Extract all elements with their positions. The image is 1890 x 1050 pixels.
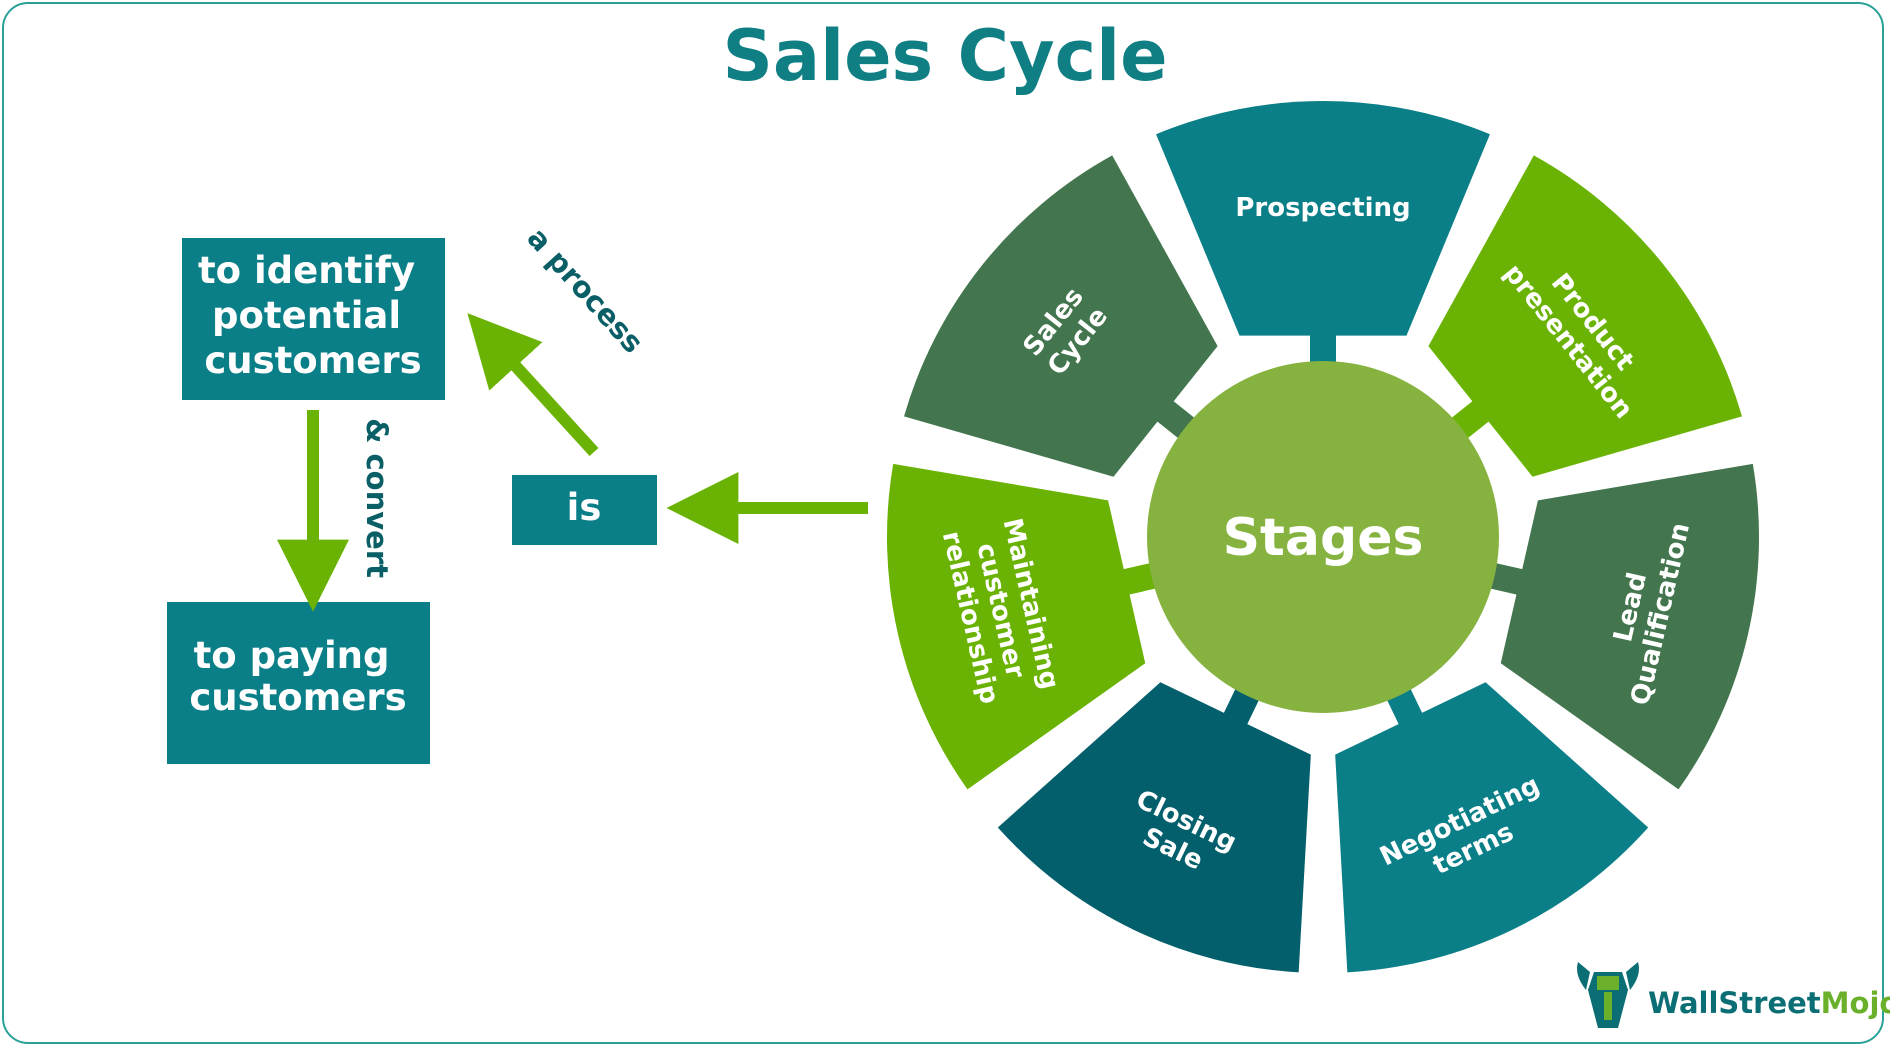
- identify-box: to identify potential customers: [182, 238, 445, 400]
- center-label: Stages: [1223, 508, 1424, 568]
- wheel-center: [1147, 361, 1499, 713]
- brand-name-part2: Mojo: [1821, 986, 1890, 1020]
- identify-line-1: to identify: [198, 249, 415, 292]
- paying-line-2: customers: [189, 676, 406, 719]
- convert-label: & convert: [360, 418, 394, 578]
- is-label: is: [567, 486, 602, 529]
- brand-name-part1: WallStreet: [1648, 986, 1821, 1020]
- wheel-segment: [1156, 100, 1490, 336]
- page-title: Sales Cycle: [722, 15, 1167, 97]
- wheel-segment: [997, 682, 1311, 973]
- wheel-segment: [1500, 463, 1759, 790]
- identify-line-2: potential: [212, 294, 401, 337]
- bull-icon: [1577, 962, 1639, 1028]
- svg-text:to identify potential: to identify potential customers: [198, 249, 428, 382]
- process-label: a process: [521, 221, 651, 360]
- wheel-segment: [1428, 155, 1742, 477]
- paying-box: to paying customers: [167, 602, 430, 764]
- wheel-segment-label-line: Prospecting: [1235, 193, 1410, 223]
- wheel-segments: [887, 100, 1759, 973]
- wheel-segment: [887, 463, 1146, 790]
- diagonal-arrow: [467, 313, 599, 457]
- wheel-segment-label: Prospecting: [1235, 193, 1410, 223]
- svg-text:to paying customers: to paying customers: [189, 634, 406, 719]
- wheel-segment: [904, 155, 1218, 477]
- paying-line-1: to paying: [194, 634, 390, 677]
- wheel-segment: [1335, 682, 1649, 973]
- is-box: is: [512, 475, 657, 545]
- brand-logo: WallStreetMojo: [1577, 962, 1890, 1028]
- svg-text:WallStreetMojo: WallStreetMojo: [1648, 986, 1890, 1020]
- identify-line-3: customers: [204, 339, 421, 382]
